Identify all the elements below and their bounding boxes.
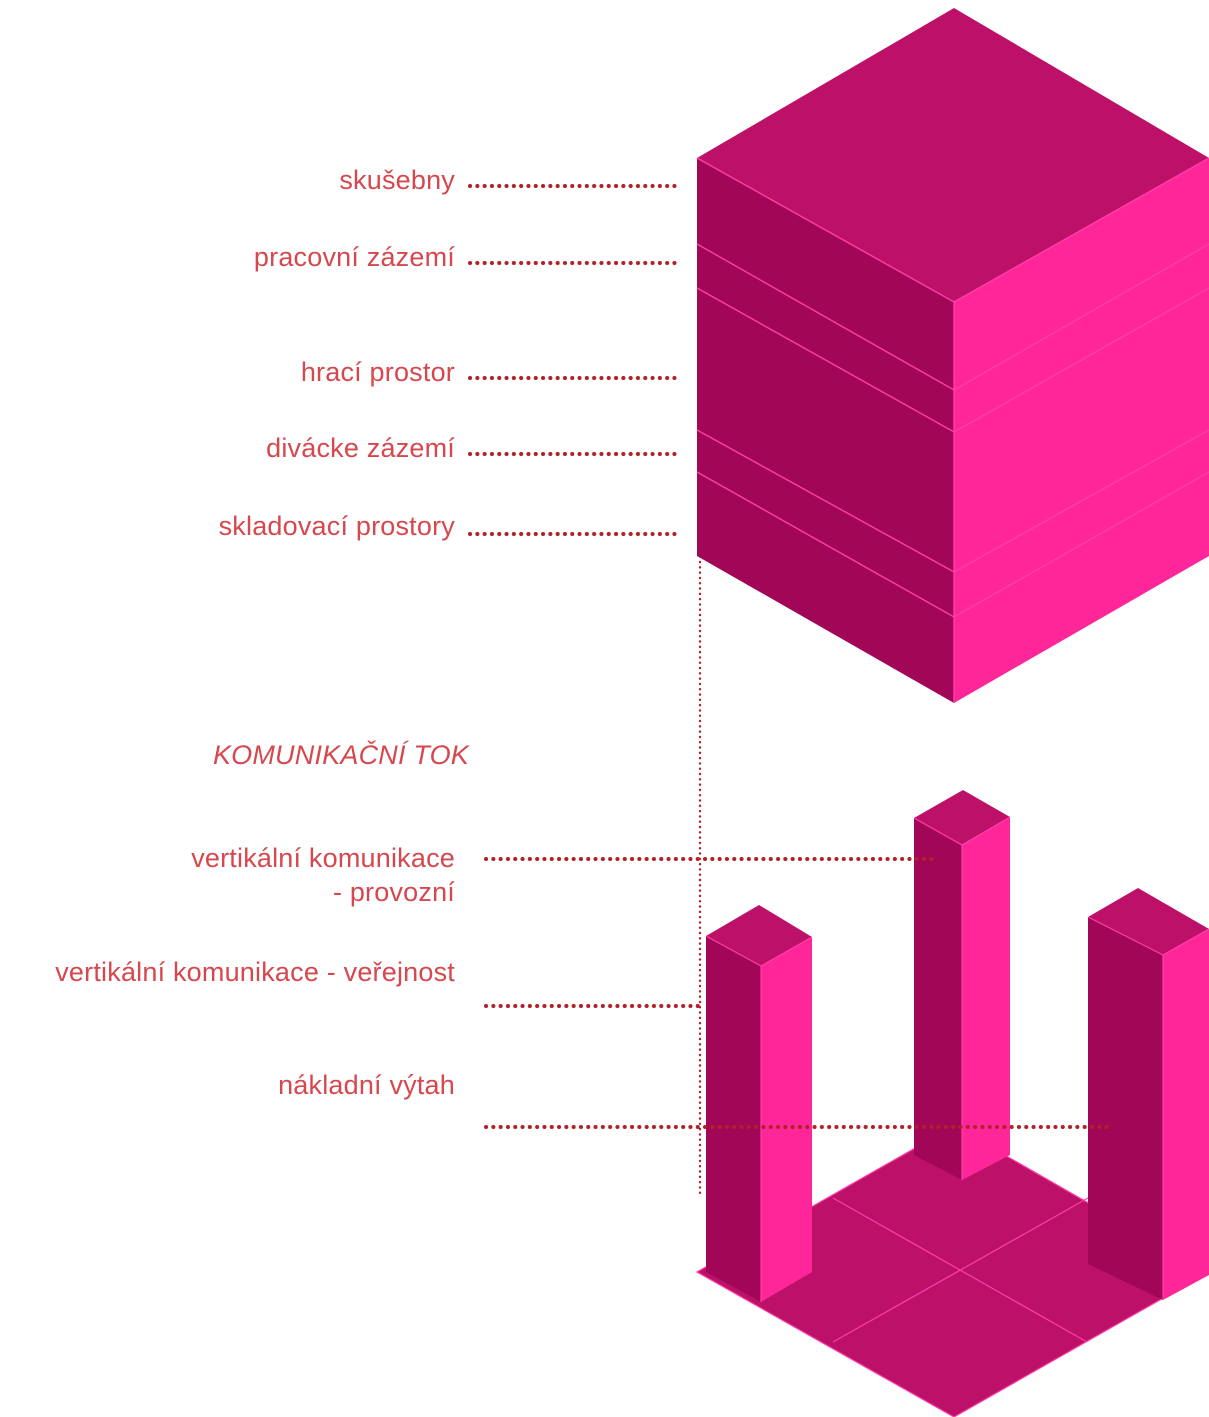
label-nakladni-vytah: nákladní výtah — [278, 1070, 455, 1100]
core-operational — [913, 790, 1011, 1180]
program-block-top-face — [697, 8, 1209, 302]
label-vertikalni-provozni-line1: vertikální komunikace — [191, 843, 455, 873]
label-divacke-zazemi: divácke zázemí — [266, 433, 455, 463]
label-skladovaci-prostory: skladovací prostory — [218, 511, 455, 541]
label-vertikalni-provozni-line2: - provozní — [332, 876, 455, 907]
leader-lines — [468, 184, 1110, 1198]
label-skusebny: skušebny — [339, 165, 455, 195]
circulation-block — [695, 790, 1209, 1417]
program-block-left-face — [697, 158, 954, 703]
label-vertikalni-verejnost: vertikální komunikace - veřejnost — [55, 957, 455, 987]
program-block-right-face — [954, 158, 1209, 703]
core-public — [705, 905, 813, 1302]
program-block — [696, 8, 1209, 703]
label-hraci-prostor: hrací prostor — [300, 357, 455, 387]
core-freight — [1087, 888, 1209, 1300]
floor-division-lines — [696, 157, 1209, 703]
label-pracovni-zazemi: pracovní zázemí — [253, 242, 455, 272]
circulation-heading: KOMUNIKAČNÍ TOK — [212, 740, 469, 770]
label-vertikalni-provozni: vertikální komunikace - provozní — [191, 842, 455, 910]
